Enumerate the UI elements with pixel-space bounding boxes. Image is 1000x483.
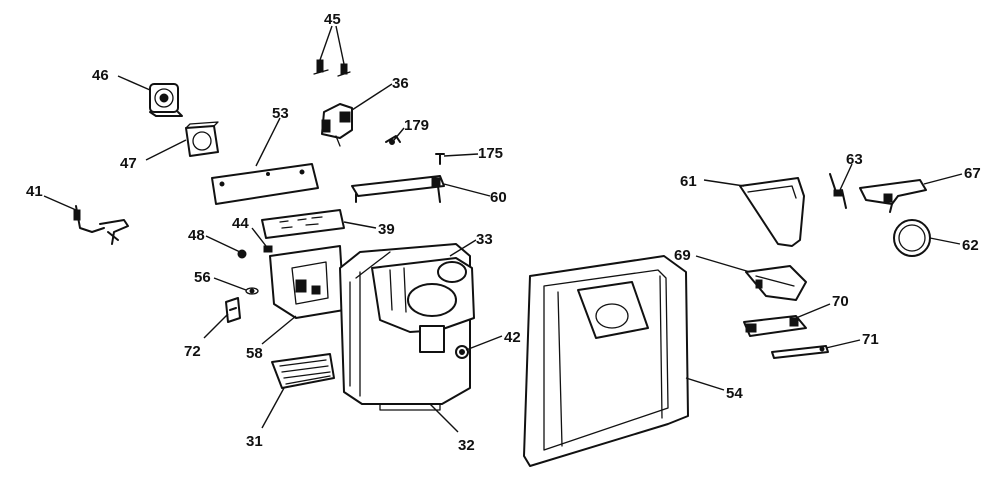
callout-41: 41 [26,183,43,200]
callout-72: 72 [184,343,201,360]
part-46-switch [149,83,183,117]
callout-36: 36 [392,75,409,92]
part-61-chute [739,177,805,247]
part-179-clip [385,135,401,145]
leader-lines [43,25,963,433]
part-41-lever [73,205,129,245]
part-47-bracket [185,121,219,157]
callout-44: 44 [232,215,249,232]
part-56-fastener [245,287,259,295]
callout-58: 58 [246,345,263,362]
callout-33: 33 [476,231,493,248]
part-63-spring [829,173,847,209]
callout-46: 46 [92,67,109,84]
part-33-funnel [371,257,475,353]
callout-63: 63 [846,151,863,168]
part-62-seal [893,219,931,257]
callout-67: 67 [964,165,981,182]
part-69-door [745,265,807,301]
callout-56: 56 [194,269,211,286]
callout-42: 42 [504,329,521,346]
part-39-board [261,209,345,239]
part-53-panel [211,163,319,205]
callout-179: 179 [404,117,429,134]
callout-62: 62 [962,237,979,254]
callout-54: 54 [726,385,743,402]
callout-69: 69 [674,247,691,264]
callout-47: 47 [120,155,137,172]
part-54-cover [523,255,689,467]
callout-labels: 45 46 36 179 53 175 47 41 60 44 39 48 33… [26,11,981,454]
callout-175: 175 [478,145,503,162]
part-72-part [225,297,241,323]
part-42-knob [455,345,469,359]
callout-39: 39 [378,221,395,238]
part-44-clip [263,245,273,253]
part-70-hinge [743,315,807,337]
callout-70: 70 [832,293,849,310]
callout-48: 48 [188,227,205,244]
part-45-screws [313,59,351,77]
callout-71: 71 [862,331,879,348]
callout-45: 45 [324,11,341,28]
part-67-lever [859,179,927,213]
part-36-actuator [321,103,353,147]
callout-60: 60 [490,189,507,206]
part-58-housing-bracket [269,245,345,319]
callout-32: 32 [458,437,475,454]
callout-53: 53 [272,105,289,122]
part-60-bar [351,175,445,203]
part-71-rod [771,345,829,359]
callout-31: 31 [246,433,263,450]
callout-61: 61 [680,173,697,190]
part-175-screw [435,153,445,165]
part-31-grille [271,353,335,389]
